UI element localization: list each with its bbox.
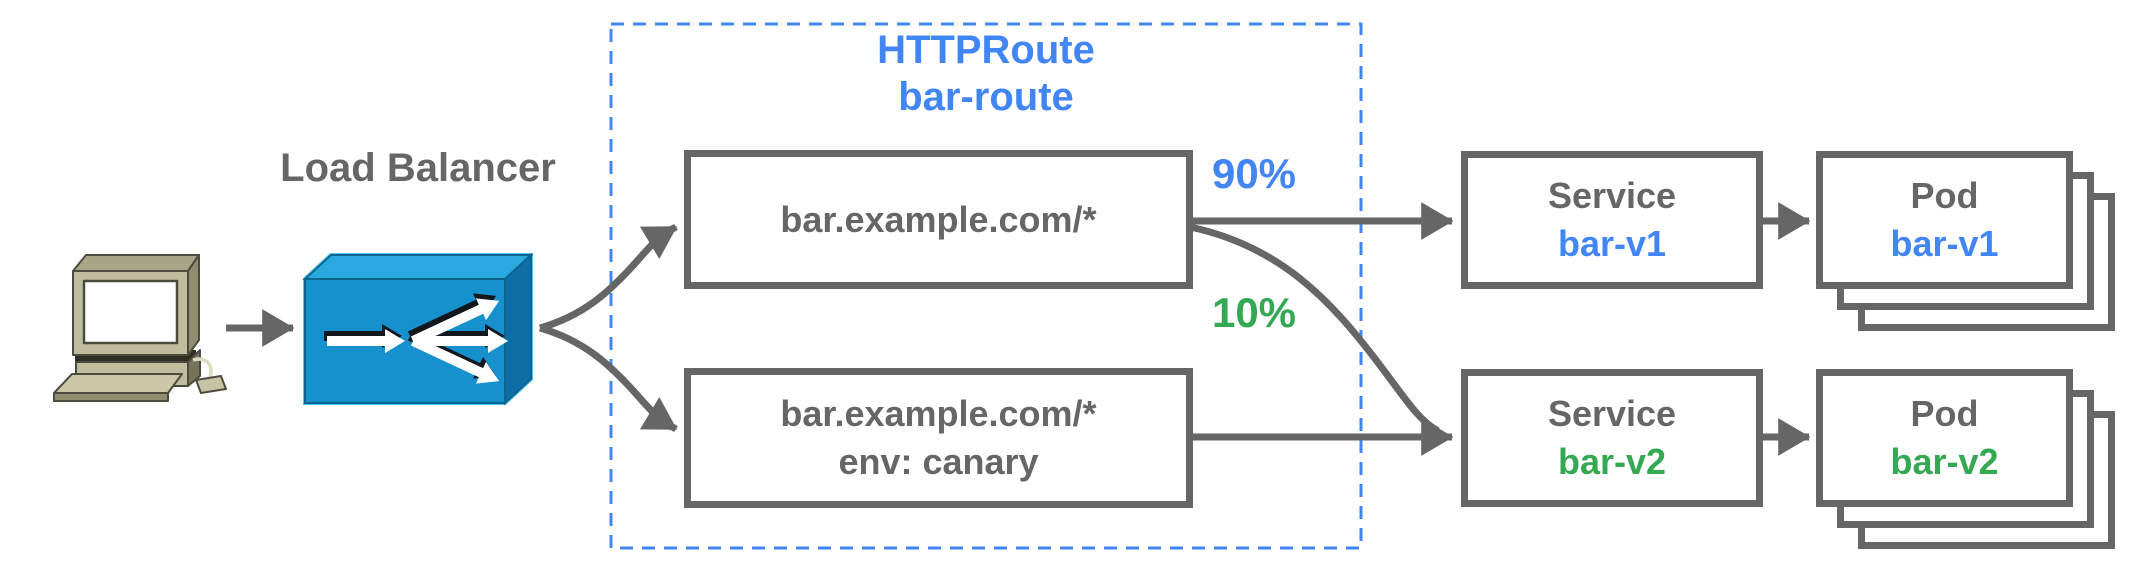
curve-rule1-to-service-v2: [1189, 223, 1440, 435]
httproute-dashed-border: [609, 22, 1363, 550]
pod-bar-v1-box: Pod bar-v1: [1816, 151, 2073, 289]
pod-bar-v2-box: Pod bar-v2: [1816, 369, 2073, 507]
load-balancer-icon: [302, 252, 534, 406]
connectors: [226, 202, 1811, 456]
lb-arrows: [327, 298, 508, 384]
route-rule-2-header: env: canary: [838, 441, 1039, 482]
pod-name: bar-v2: [1890, 441, 1999, 482]
service-bar-v2-box: Service bar-v2: [1461, 369, 1763, 507]
service-bar-v1-box: Service bar-v1: [1461, 151, 1763, 289]
computer-icon: [53, 254, 227, 402]
service-name: bar-v2: [1557, 441, 1667, 482]
weight-90-label: 90%: [1211, 150, 1297, 197]
route-rule-2-match: bar.example.com/*: [780, 393, 1097, 435]
route-rule-1-box: bar.example.com/*: [684, 150, 1193, 289]
route-rule-1-match: bar.example.com/*: [780, 198, 1097, 240]
pod-kind: Pod: [1910, 175, 1979, 217]
service-kind: Service: [1547, 175, 1677, 217]
arrow-lb-to-rule1: [539, 223, 678, 332]
weight-10-label: 10%: [1211, 289, 1297, 336]
service-kind: Service: [1547, 393, 1677, 435]
httproute-title: HTTPRoute bar-route: [611, 27, 1361, 121]
httproute-name: bar-route: [898, 74, 1074, 119]
pod-name: bar-v1: [1890, 223, 1999, 264]
route-rule-2-box: bar.example.com/* env: canary: [684, 368, 1193, 508]
httproute-kind: HTTPRoute: [877, 28, 1095, 72]
pod-kind: Pod: [1910, 393, 1979, 435]
load-balancer-label: Load Balancer: [280, 146, 556, 190]
service-name: bar-v1: [1557, 223, 1667, 264]
arrow-lb-to-rule2: [539, 324, 678, 433]
